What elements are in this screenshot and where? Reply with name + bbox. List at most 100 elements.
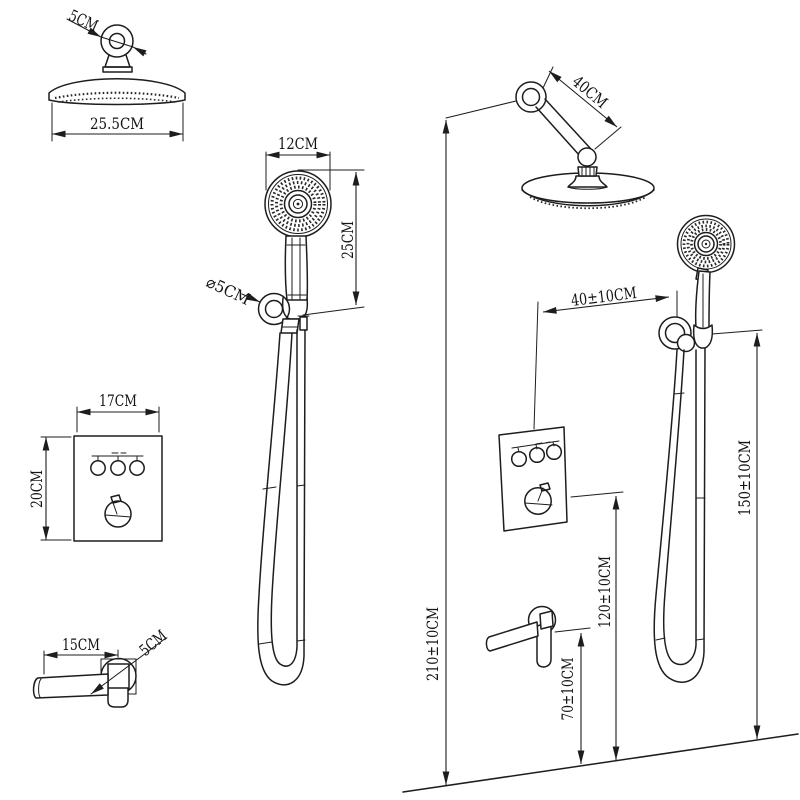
panel-outline bbox=[73, 435, 163, 542]
hose-tick bbox=[695, 638, 705, 641]
hose-fitting bbox=[299, 316, 308, 331]
hose-tick bbox=[296, 639, 306, 642]
spout-collar bbox=[539, 610, 554, 630]
leader-line bbox=[90, 637, 167, 695]
arm-bell-rim bbox=[567, 186, 608, 190]
spray-dots-ring bbox=[690, 228, 722, 260]
bracket-cup bbox=[692, 324, 714, 349]
bracket-inner bbox=[264, 299, 284, 319]
dial-lever bbox=[524, 502, 553, 506]
spray-face-dots-2 bbox=[57, 97, 177, 103]
spout-elbow bbox=[107, 687, 129, 708]
dim-label-ball-diameter: 5CM bbox=[66, 6, 101, 36]
hose-tick bbox=[262, 486, 277, 490]
extension-line bbox=[302, 306, 365, 316]
floor-line bbox=[402, 733, 799, 793]
bracket-inner bbox=[664, 322, 686, 344]
dim-label-hand-offset: 40±10CM bbox=[570, 283, 638, 310]
view-tub-spout: 15CM 5CM bbox=[32, 626, 171, 708]
spray-dots-ring bbox=[686, 224, 726, 264]
spout-elbow bbox=[536, 621, 552, 668]
spray-face-dots-1 bbox=[54, 91, 180, 100]
dial-needle bbox=[111, 499, 118, 515]
ball-joint-outline bbox=[100, 24, 134, 58]
dim-label-hand-height: 150±10CM bbox=[735, 440, 754, 516]
rain-head-rim bbox=[521, 189, 655, 207]
bracket-outline bbox=[658, 316, 692, 350]
hose-tick bbox=[673, 392, 685, 395]
arm-ball-joint bbox=[577, 147, 597, 167]
hand-head-center-dot bbox=[296, 202, 300, 206]
hose-inner-outline bbox=[270, 329, 298, 667]
spout-pipe-cap bbox=[38, 678, 42, 698]
dim-label-hand-length: 25CM bbox=[338, 221, 357, 259]
shower-neck-collar bbox=[102, 66, 133, 73]
rain-head-rim-dots bbox=[529, 196, 647, 210]
temperature-dial bbox=[104, 500, 132, 528]
spout-pipe bbox=[485, 621, 539, 652]
button-connector-line bbox=[511, 440, 560, 449]
dim-label-spout-height: 70±10CM bbox=[558, 658, 577, 721]
hose-outer-outline bbox=[257, 329, 306, 686]
hand-head-center-ring bbox=[697, 235, 715, 253]
view-hand-shower-kit: 12CM 25CM ⌀ bbox=[203, 134, 365, 686]
leader-line bbox=[66, 18, 102, 38]
reference-line bbox=[445, 100, 517, 119]
valve-button bbox=[129, 460, 145, 476]
valve-button bbox=[545, 443, 563, 461]
extension-line bbox=[542, 66, 554, 89]
reference-line bbox=[711, 329, 763, 335]
dial-tab bbox=[539, 482, 551, 492]
shower-head-disc bbox=[48, 78, 186, 106]
spray-dots-ring bbox=[279, 185, 317, 223]
dim-label-hand-head: 12CM bbox=[278, 134, 318, 153]
spray-dots-ring bbox=[275, 181, 321, 227]
dim-label-bracket-diameter: ⌀5CM bbox=[203, 272, 253, 309]
dim-label-panel-height: 20CM bbox=[27, 470, 46, 508]
dial-needle bbox=[537, 487, 544, 502]
extension-line bbox=[594, 126, 622, 150]
hose-tick bbox=[258, 641, 273, 645]
shower-arm-edge bbox=[535, 106, 581, 157]
leader-line-through bbox=[100, 36, 134, 48]
hose-outer-outline bbox=[653, 347, 706, 683]
dim-line-arm-length bbox=[548, 70, 618, 128]
dim-label-overhead-width: 25.5CM bbox=[90, 114, 144, 133]
arm-wall-flange-inner bbox=[521, 87, 541, 107]
hand-head-center-hole bbox=[701, 239, 711, 249]
hose-inner-outline bbox=[662, 349, 697, 666]
bracket-outline bbox=[257, 292, 291, 326]
dim-label-valve-height: 120±10CM bbox=[595, 556, 614, 628]
dim-line-hand-offset bbox=[542, 295, 670, 314]
view-installation: 40CM 210±10CM 40±10CM bbox=[402, 66, 799, 793]
hose-tick bbox=[655, 637, 666, 641]
hand-head-center-dot bbox=[704, 242, 708, 246]
ball-joint-inner bbox=[108, 32, 126, 50]
leader-line bbox=[132, 46, 147, 57]
arm-wall-flange bbox=[515, 81, 547, 113]
valve-button bbox=[510, 450, 528, 468]
valve-button bbox=[90, 460, 106, 476]
dim-label-overall-height: 210±10CM bbox=[423, 607, 442, 681]
spray-dots-ring bbox=[682, 220, 730, 268]
reference-line bbox=[554, 627, 591, 633]
panel-outline bbox=[498, 426, 568, 532]
bracket-ball-joint bbox=[676, 333, 696, 353]
view-overhead-shower: 25.5CM 5CM bbox=[48, 6, 186, 142]
hand-head-ring bbox=[268, 174, 328, 234]
arm-collar bbox=[577, 166, 598, 177]
valve-button bbox=[110, 460, 126, 476]
spray-dots-ring bbox=[270, 176, 326, 232]
button-dash bbox=[535, 442, 543, 445]
dim-label-spout-flange: 5CM bbox=[135, 626, 170, 660]
view-valve-panel: 17CM 20CM bbox=[27, 391, 163, 542]
extension-line bbox=[533, 301, 539, 430]
hose-tick bbox=[296, 484, 306, 487]
reference-line bbox=[570, 491, 624, 498]
button-dash bbox=[544, 441, 551, 444]
valve-button bbox=[528, 446, 546, 464]
hand-head-center-ring bbox=[288, 194, 308, 214]
dim-label-panel-width: 17CM bbox=[99, 391, 137, 410]
